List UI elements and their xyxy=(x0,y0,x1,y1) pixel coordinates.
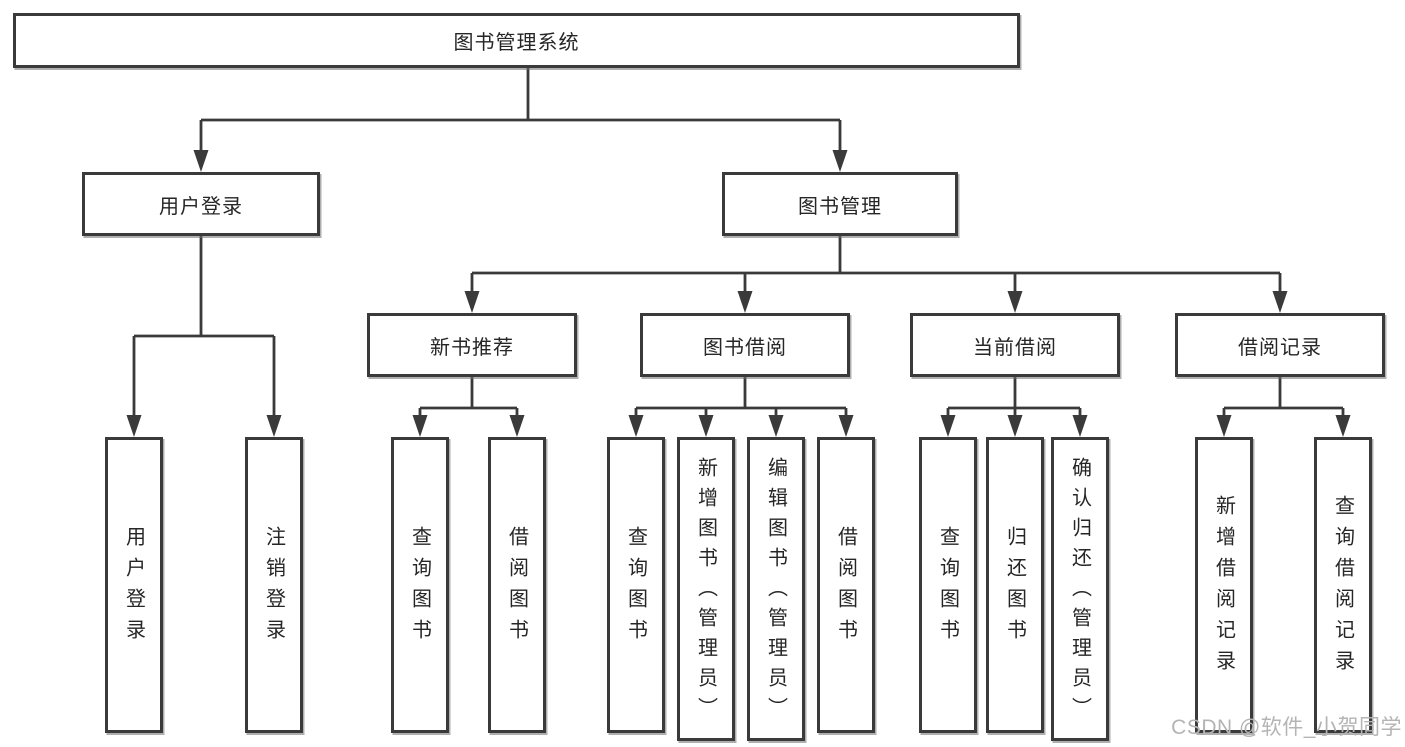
arrowhead-down-icon xyxy=(1007,291,1023,313)
node-label: 查询图书 xyxy=(936,526,959,650)
arrowhead-down-icon xyxy=(1335,415,1351,437)
node-label: 注销登录 xyxy=(262,526,285,650)
arrowhead-down-icon xyxy=(737,291,753,313)
csdn-watermark: CSDN @软件_小贺同学 xyxy=(1171,716,1402,739)
node-label: 图书管理系统 xyxy=(453,32,580,54)
node-library-management-system: 图书管理系统 xyxy=(13,13,1020,68)
arrowhead-down-icon xyxy=(1072,415,1088,437)
node-new-book-recommend: 新书推荐 xyxy=(367,313,577,377)
node-leaf-query-borrow-record: 查询借阅记录 xyxy=(1314,437,1372,733)
node-label: 用户登录 xyxy=(159,195,243,218)
node-leaf-user-login: 用户登录 xyxy=(105,437,163,733)
arrowhead-down-icon xyxy=(126,415,142,437)
node-leaf-add-borrow-record: 新增借阅记录 xyxy=(1195,437,1253,733)
node-label: 归还图书 xyxy=(1003,526,1026,650)
node-label: 新增图书（管理员） xyxy=(694,457,717,727)
arrowhead-down-icon xyxy=(1216,415,1232,437)
arrowhead-down-icon xyxy=(193,150,209,172)
node-leaf-edit-books-admin: 编辑图书（管理员） xyxy=(747,437,805,741)
node-label: 确认归还（管理员） xyxy=(1068,457,1091,727)
arrowhead-down-icon xyxy=(464,291,480,313)
arrowhead-down-icon xyxy=(698,415,714,437)
node-leaf-query-books-2: 查询图书 xyxy=(607,437,665,733)
node-label: 图书借阅 xyxy=(703,336,787,359)
node-label: 用户登录 xyxy=(122,526,145,650)
node-user-login: 用户登录 xyxy=(82,172,320,236)
node-label: 查询图书 xyxy=(624,526,647,650)
node-label: 编辑图书（管理员） xyxy=(764,457,787,727)
arrowhead-down-icon xyxy=(412,415,428,437)
node-label: 借阅图书 xyxy=(505,526,528,650)
node-leaf-confirm-return-admin: 确认归还（管理员） xyxy=(1051,437,1109,741)
arrowhead-down-icon xyxy=(838,415,854,437)
node-leaf-query-books-3: 查询图书 xyxy=(919,437,977,733)
node-leaf-logout: 注销登录 xyxy=(245,437,303,733)
arrowhead-down-icon xyxy=(266,415,282,437)
arrowhead-down-icon xyxy=(628,415,644,437)
arrowhead-down-icon xyxy=(509,415,525,437)
node-label: 查询图书 xyxy=(408,526,431,650)
arrowhead-down-icon xyxy=(940,415,956,437)
node-current-borrow: 当前借阅 xyxy=(910,313,1120,377)
node-label: 新增借阅记录 xyxy=(1212,495,1235,681)
node-leaf-query-books-1: 查询图书 xyxy=(391,437,449,733)
arrowhead-down-icon xyxy=(1272,291,1288,313)
node-label: 借阅记录 xyxy=(1238,336,1322,359)
arrowhead-down-icon xyxy=(768,415,784,437)
node-label: 图书管理 xyxy=(798,195,882,218)
node-label: 借阅图书 xyxy=(834,526,857,650)
node-label: 新书推荐 xyxy=(430,336,514,359)
arrowhead-down-icon xyxy=(832,150,848,172)
node-label: 查询借阅记录 xyxy=(1331,495,1354,681)
node-label: 当前借阅 xyxy=(973,336,1057,359)
node-book-management: 图书管理 xyxy=(722,172,958,236)
node-borrow-records: 借阅记录 xyxy=(1175,313,1385,377)
node-leaf-add-books-admin: 新增图书（管理员） xyxy=(677,437,735,741)
node-leaf-borrow-books-2: 借阅图书 xyxy=(817,437,875,733)
node-book-borrow: 图书借阅 xyxy=(640,313,850,377)
arrowhead-down-icon xyxy=(1007,415,1023,437)
node-leaf-return-books: 归还图书 xyxy=(986,437,1044,733)
node-leaf-borrow-books-1: 借阅图书 xyxy=(488,437,546,733)
